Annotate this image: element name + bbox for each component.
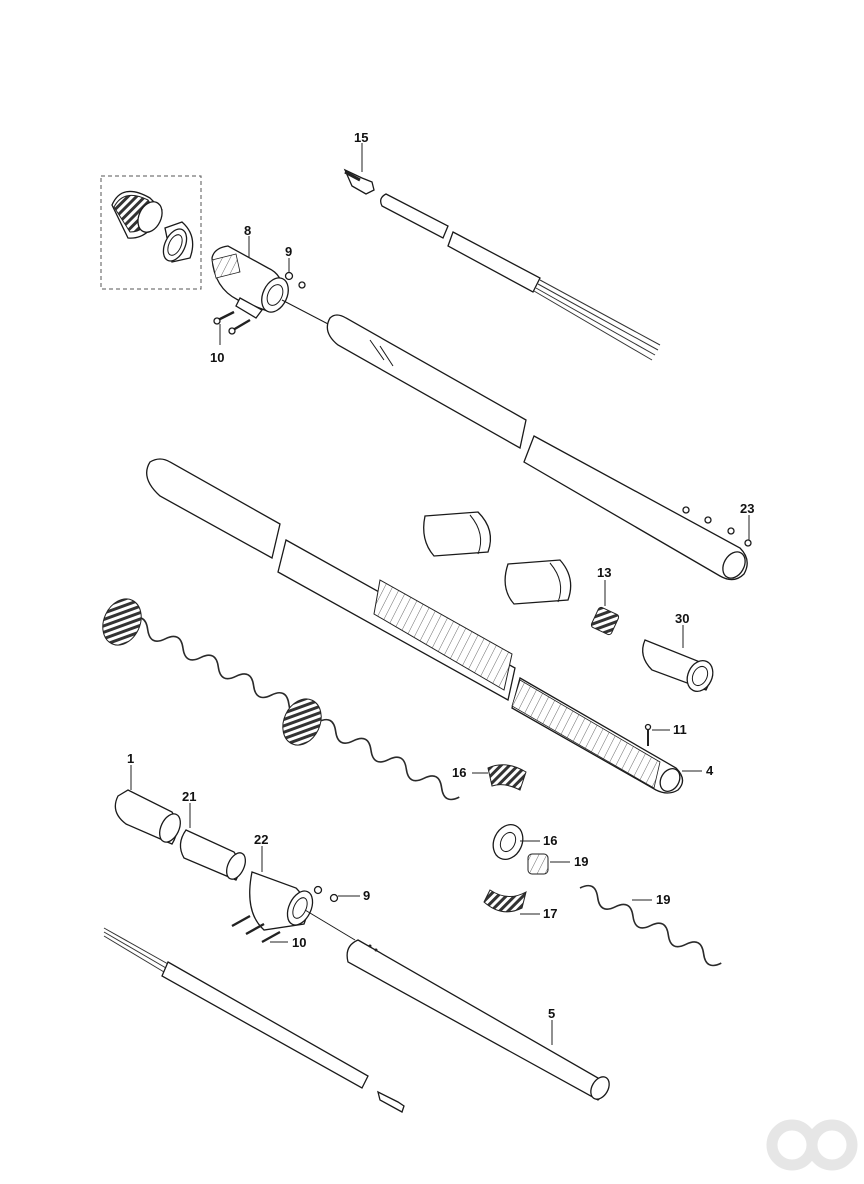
coupling-13 bbox=[590, 606, 620, 636]
upper-tube bbox=[326, 314, 748, 581]
watermark-logo-icon bbox=[766, 1119, 858, 1171]
lower-assembly bbox=[103, 789, 610, 1113]
clamp-housing-top bbox=[211, 245, 289, 319]
middle-assembly bbox=[102, 458, 722, 967]
knurled-bearing-1 bbox=[102, 598, 142, 646]
callout-19-collar: 19 bbox=[574, 854, 588, 869]
drive-shaft-upper bbox=[343, 168, 661, 361]
screws-10-top bbox=[213, 310, 251, 335]
nuts-9-bottom bbox=[313, 885, 339, 903]
knurled-bearing-2 bbox=[282, 698, 322, 746]
callout-15: 15 bbox=[354, 130, 368, 145]
nuts-9-top bbox=[284, 271, 306, 289]
coupler-1 bbox=[114, 789, 181, 845]
clutch-detail-box bbox=[100, 175, 202, 290]
spring-lower bbox=[579, 884, 722, 967]
callout-9-bottom: 9 bbox=[363, 888, 370, 903]
callout-10-top: 10 bbox=[210, 350, 224, 365]
bearing-16 bbox=[492, 823, 524, 861]
spring-upper bbox=[129, 616, 307, 717]
callout-5: 5 bbox=[548, 1006, 555, 1021]
callout-9-top: 9 bbox=[285, 244, 292, 259]
top-assembly bbox=[100, 168, 752, 581]
callout-1: 1 bbox=[127, 751, 134, 766]
callouts: 15 8 9 10 23 13 30 11 4 16 16 19 19 17 1… bbox=[127, 130, 754, 1045]
sleeve-21 bbox=[179, 829, 247, 881]
callout-13: 13 bbox=[597, 565, 611, 580]
callout-16-bottom: 16 bbox=[543, 833, 557, 848]
callout-21: 21 bbox=[182, 789, 196, 804]
lower-tube-5 bbox=[346, 939, 610, 1101]
clamp-housing-22 bbox=[249, 871, 314, 931]
callout-30: 30 bbox=[675, 611, 689, 626]
callout-23: 23 bbox=[740, 501, 754, 516]
knurled-nut bbox=[111, 190, 163, 239]
bushing-30 bbox=[642, 639, 714, 693]
callout-4: 4 bbox=[706, 763, 714, 778]
callout-22: 22 bbox=[254, 832, 268, 847]
callout-11: 11 bbox=[673, 722, 687, 737]
spring-middle bbox=[317, 718, 460, 801]
screws-23 bbox=[682, 506, 752, 547]
callout-16-top: 16 bbox=[452, 765, 466, 780]
callout-19-spring: 19 bbox=[656, 892, 670, 907]
callout-17: 17 bbox=[543, 906, 557, 921]
bearing-half-17 bbox=[483, 889, 527, 913]
screws-10-bottom bbox=[231, 914, 281, 944]
callout-8: 8 bbox=[244, 223, 251, 238]
bushing-ring bbox=[162, 221, 194, 263]
drive-shaft-lower bbox=[103, 927, 405, 1113]
collar-19 bbox=[527, 853, 549, 875]
half-sleeves bbox=[423, 511, 572, 605]
bearing-half-16 bbox=[487, 764, 527, 791]
callout-10-bottom: 10 bbox=[292, 935, 306, 950]
